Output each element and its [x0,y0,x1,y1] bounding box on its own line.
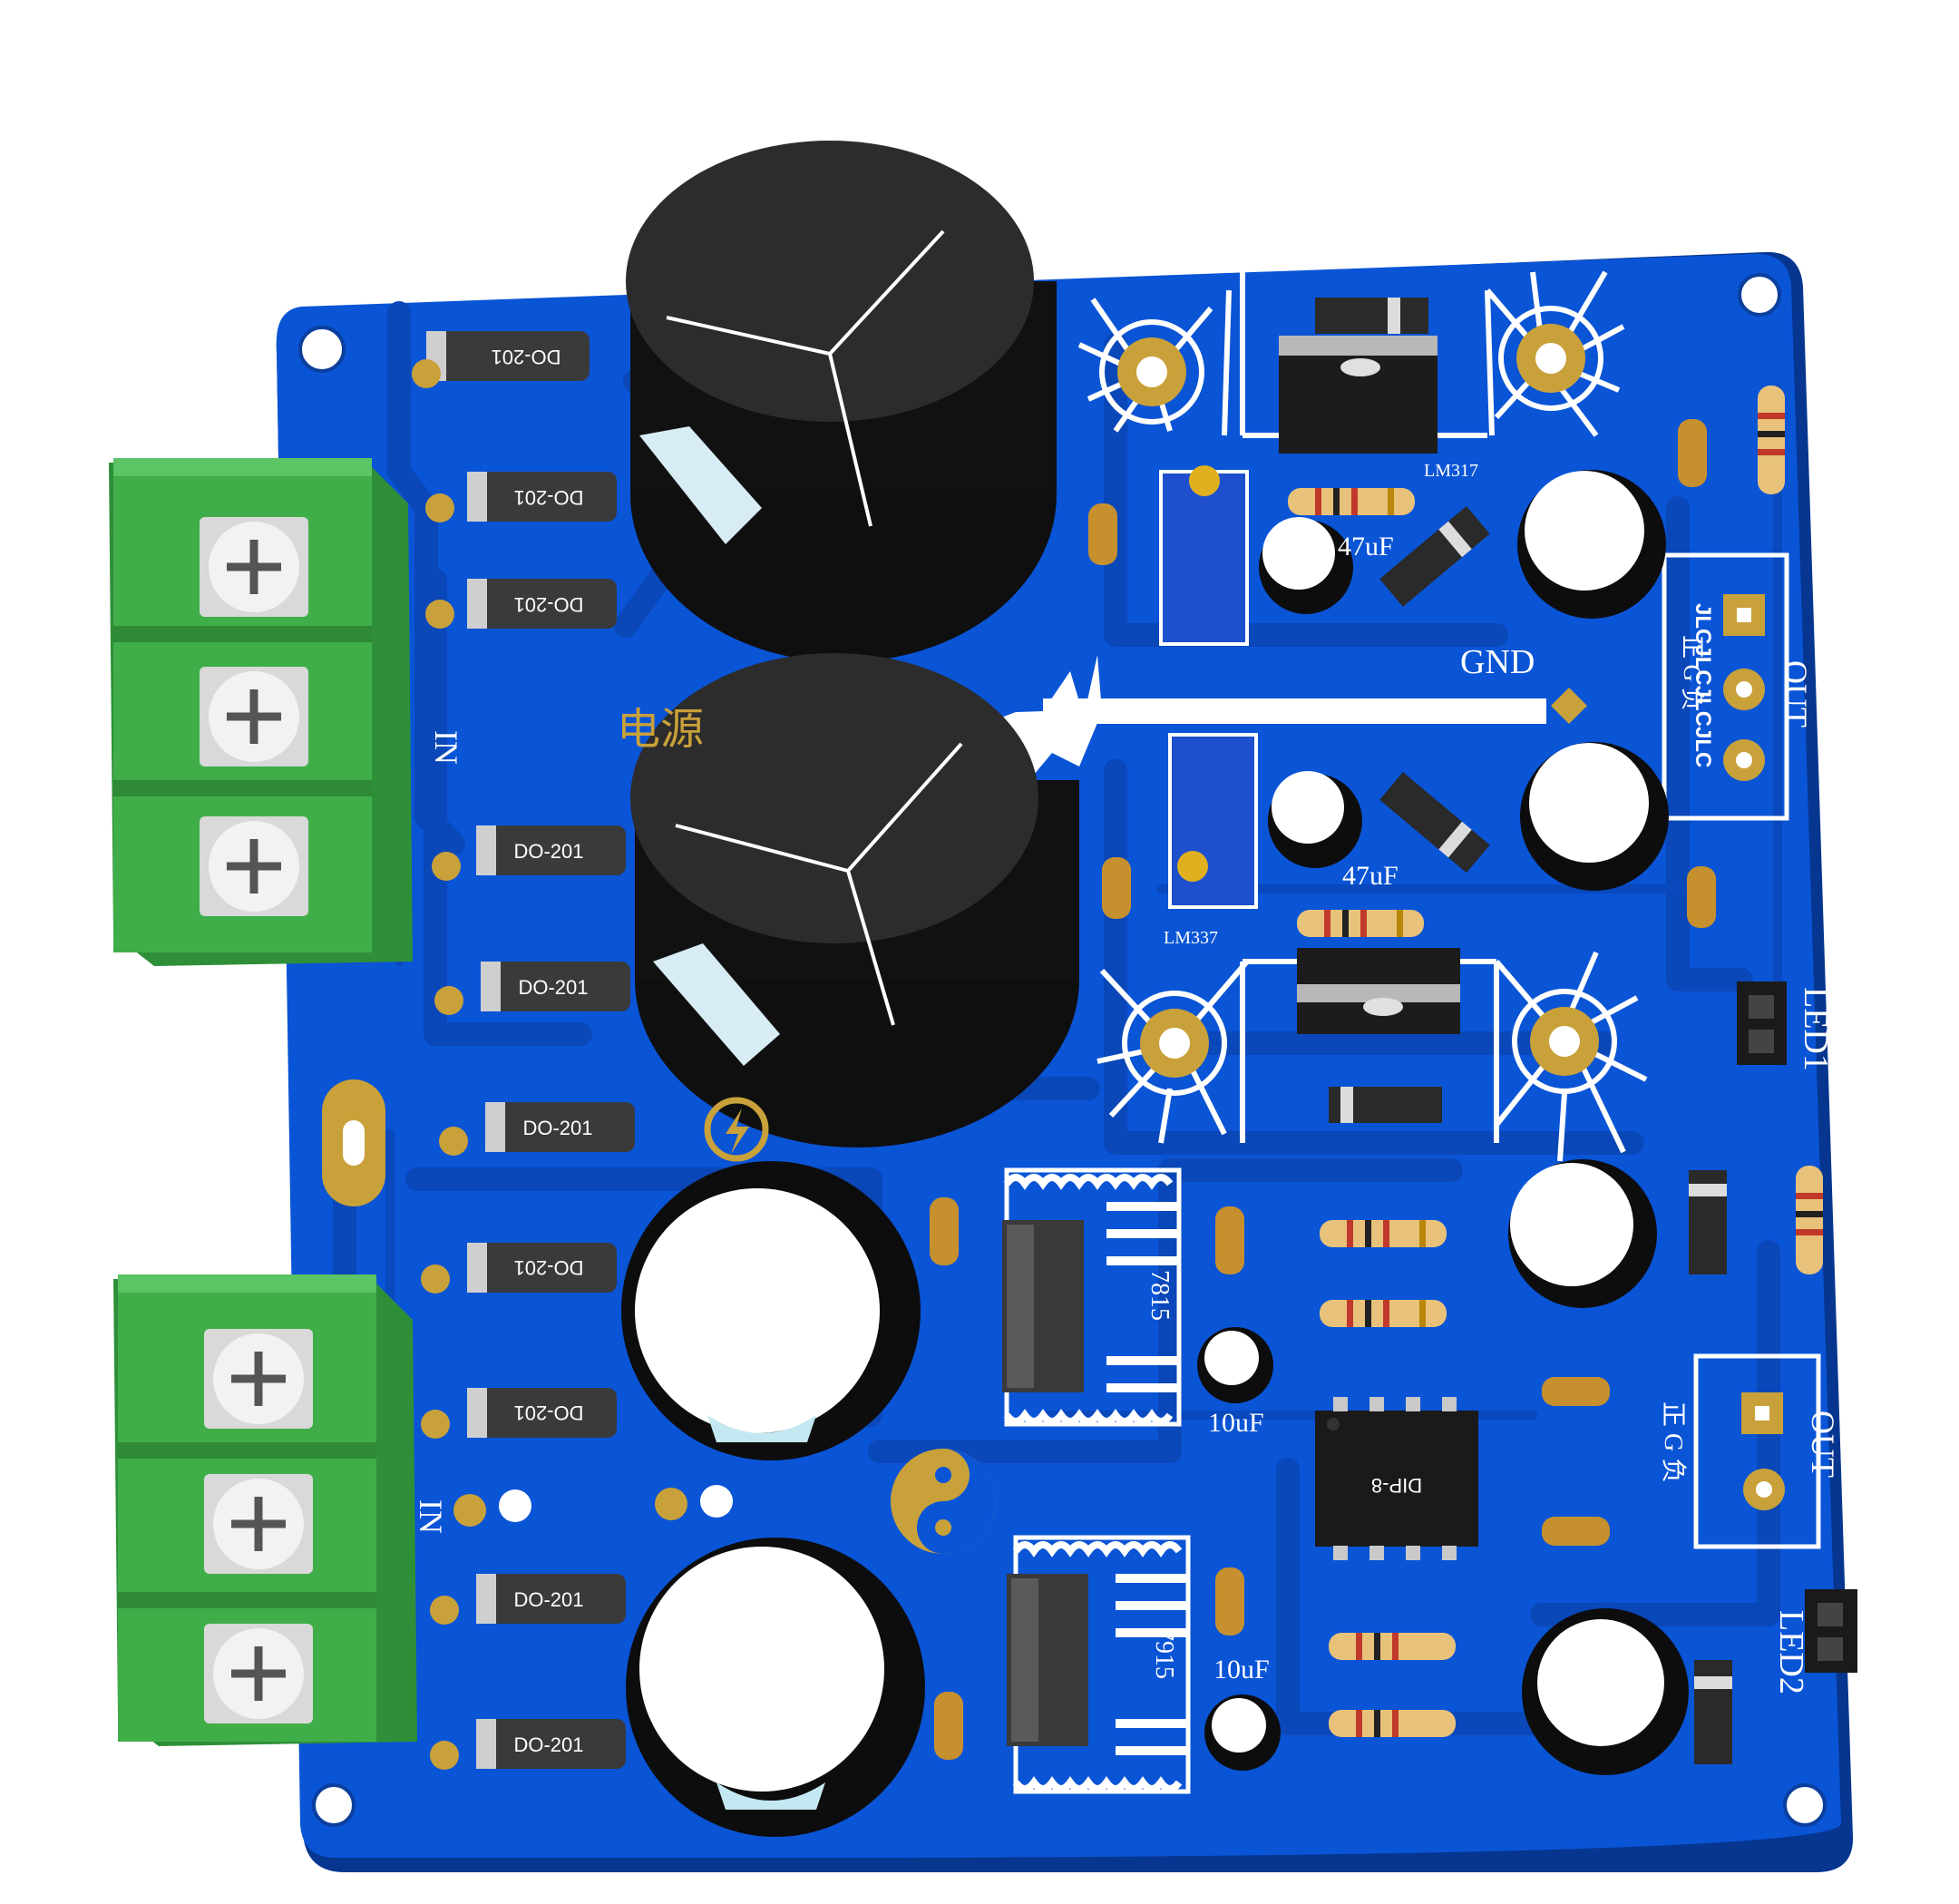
resistor [1297,910,1424,937]
svg-text:DO-201: DO-201 [513,1256,583,1279]
yin-yang-icon [891,1449,996,1554]
diode-pads [412,359,733,1770]
power-chinese-label: 电源 [617,706,704,754]
lm317-label: LM317 [1424,461,1478,481]
do201-diode: DO-201 [426,331,590,381]
capacitor-medium-group [1508,470,1689,1775]
led1-label: LED1 [1797,987,1835,1071]
resistor [1329,1633,1456,1660]
screw-head-icon [200,517,308,617]
svg-text:DO-201: DO-201 [513,1588,583,1611]
svg-text:DO-201: DO-201 [491,346,560,368]
gnd-bar: GND [980,643,1587,780]
gnd-label: GND [1460,643,1535,681]
resistor [1796,1166,1823,1274]
mounting-hole [298,326,346,373]
resistor [1320,1300,1447,1327]
out-top-label: OUT [1778,660,1814,727]
ceramic-cap-group [930,419,1716,1760]
reg-7915-label: 7915 [1150,1628,1178,1679]
small-diode-group [1315,298,1732,1764]
in-top-label: IN [428,730,464,765]
mounting-hole [1738,273,1781,317]
cap-10uf-top-label: 10uF [1208,1408,1264,1438]
led1-header: LED1 [1737,981,1835,1071]
do201-diode: DO-201 [476,825,626,875]
svg-text:DO-201: DO-201 [518,976,588,999]
mounting-holes [298,273,1827,1827]
do201-diode: DO-201 [467,1388,617,1438]
jlc-label: JLCJLCJLCJLC [1691,603,1715,767]
resistor [1329,1710,1456,1737]
do201-diode: DO-201 [476,1719,626,1769]
resistor [1758,386,1785,494]
led2-header: LED2 [1772,1589,1857,1694]
do201-diode: DO-201 [467,1243,617,1293]
heatsink-7915 [1007,1535,1191,1794]
mounting-hole [1783,1783,1827,1827]
do201-diode: DO-201 [467,472,617,522]
svg-text:DO-201: DO-201 [513,486,583,509]
screw-terminal-bottom [113,1274,417,1746]
screw-terminal-top [109,458,413,966]
gnd-diamond [1551,688,1587,724]
screw-head-icon [204,1474,313,1574]
regulator-lm337: LM337 [1164,928,1460,1034]
do201-diode: DO-201 [485,1102,635,1152]
output-connector-bottom: OUT 正 G 负 [1659,1353,1841,1549]
heatsink-middle [1096,951,1648,1162]
regulator-lm317: LM317 [1279,336,1478,481]
capacitor-small-group: 47uF 47uF 10uF 10uF [1197,517,1399,1771]
cap-10uf-bottom-label: 10uF [1213,1655,1270,1684]
do201-diode: DO-201 [467,579,617,629]
big-capacitor-1 [626,141,1057,662]
cap-47uf-bottom-label: 47uF [1342,861,1399,891]
screw-head-icon [204,1624,313,1723]
svg-text:DO-201: DO-201 [513,593,583,616]
out-bottom-label: OUT [1805,1411,1841,1478]
svg-text:DO-201: DO-201 [513,1401,583,1424]
output-connector-top: OUT 正 G 负 JLCJLCJLCJLC [1662,552,1814,821]
lightning-icon [704,1097,769,1162]
white-capacitor-large-1 [621,1161,921,1460]
trimmer-pot-top [1159,465,1249,646]
do201-diode: DO-201 [476,1574,626,1624]
heatsink-top [1077,270,1625,438]
do201-diode: DO-201 [481,962,630,1011]
pos-g-neg-top-label: 正 G 负 [1679,635,1705,711]
trimmer-pot-bottom [1168,733,1258,909]
svg-text:DO-201: DO-201 [522,1117,592,1139]
screw-head-icon [200,816,308,916]
do201-diodes: DO-201 DO-201 DO-201 DO-201 DO-201 DO-20… [426,331,635,1769]
mounting-hole [312,1783,356,1827]
reg-7815-label: 7815 [1145,1270,1174,1321]
big-capacitor-2 [630,653,1079,1147]
cap-47uf-top-label: 47uF [1338,532,1394,561]
dip8-label: DIP-8 [1371,1474,1422,1497]
led2-label: LED2 [1772,1610,1810,1694]
svg-text:DO-201: DO-201 [513,840,583,863]
screw-head-icon [200,667,308,766]
heatsink-7815 [1002,1167,1182,1427]
dip8-ic: DIP-8 [1315,1397,1478,1560]
pos-g-neg-bottom-label: 正 G 负 [1659,1401,1688,1483]
slot-pad [322,1079,385,1206]
in-bottom-label: IN [413,1499,449,1534]
screw-head-icon [204,1329,313,1429]
heatsink-mount-pads [1117,324,1599,1078]
white-capacitor-large-2 [626,1538,925,1837]
svg-text:DO-201: DO-201 [513,1733,583,1756]
resistor [1288,488,1415,515]
resistor [1320,1220,1447,1247]
lm337-label: LM337 [1164,928,1218,948]
dragon-silkscreen-icon [980,655,1102,780]
resistor-group [1288,386,1823,1737]
